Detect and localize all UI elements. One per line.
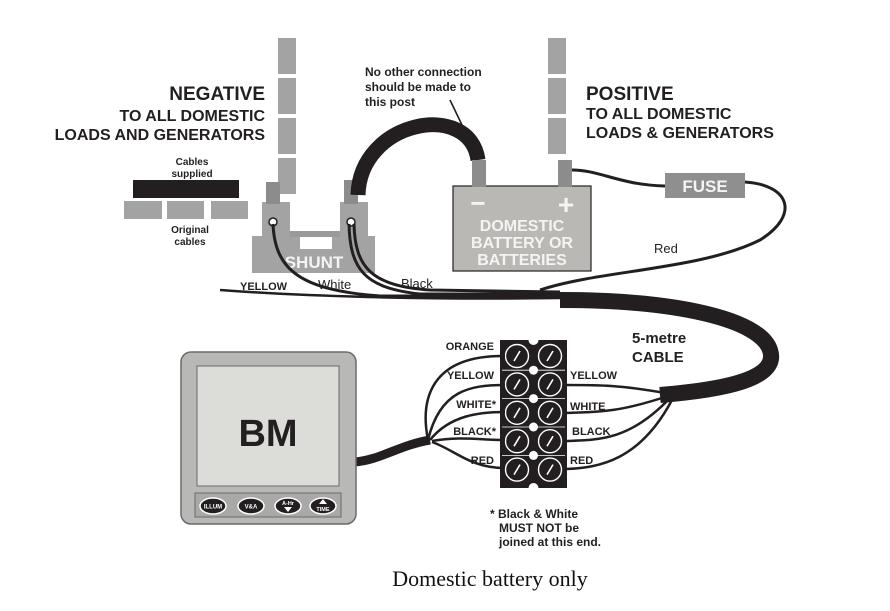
positive-wire-to-fuse — [571, 168, 666, 188]
red-wire-label: Red — [654, 241, 678, 256]
positive-line2: LOADS & GENERATORS — [586, 125, 774, 142]
post-note-line3: this post — [365, 95, 415, 109]
right-label-black: BLACK — [572, 426, 611, 438]
illum-button[interactable]: ILLUM — [199, 497, 227, 515]
original-cable-blocks — [124, 201, 248, 219]
screw-slot-icon — [546, 464, 554, 476]
battery-monitor: BM — [180, 351, 357, 525]
va-button-label: V&A — [245, 505, 258, 511]
battery-line3: BATTERIES — [477, 252, 567, 269]
positive-line1: TO ALL DOMESTIC — [586, 106, 732, 123]
time-button-label: TIME — [316, 507, 329, 513]
terminal-right-labels: YELLOW WHITE BLACK RED — [570, 370, 618, 467]
battery-minus: − — [470, 188, 485, 218]
fuse: FUSE — [665, 173, 745, 198]
screw-slot-icon — [513, 407, 521, 419]
screw-slot-icon — [513, 464, 521, 476]
fuse-label: FUSE — [682, 177, 727, 196]
time-up-button[interactable]: TIME — [309, 497, 337, 515]
cable-label-line2: CABLE — [632, 349, 684, 366]
domestic-battery: − + DOMESTIC BATTERY OR BATTERIES — [452, 160, 592, 272]
ahr-button-label: A-Hr — [282, 501, 295, 507]
shunt-return-wire — [219, 288, 561, 300]
illum-button-label: ILLUM — [204, 505, 222, 511]
screw-slot-icon — [546, 378, 554, 390]
screw-slot-icon — [513, 378, 521, 390]
diagram-caption: Domestic battery only — [392, 566, 588, 591]
five-metre-cable — [559, 292, 779, 403]
footnote-line3: joined at this end. — [498, 535, 601, 549]
left-label-black: BLACK* — [453, 426, 496, 438]
footnote-line2: MUST NOT be — [499, 521, 579, 535]
monitor-display: BM — [238, 413, 297, 455]
red-wire — [539, 180, 787, 292]
left-label-white: WHITE* — [456, 399, 496, 411]
down-arrow-icon — [284, 507, 292, 512]
yellow-wire-label: YELLOW — [240, 281, 288, 293]
white-wire-label: White — [318, 277, 351, 292]
white-wire — [347, 223, 560, 296]
monitor-buttons: ILLUM V&A A-Hr TIME — [199, 497, 337, 515]
monitor-wire-harness — [354, 354, 506, 470]
original-cables-line1: Original — [171, 225, 209, 236]
original-cables-line2: cables — [174, 237, 206, 248]
post-note-line1: No other connection — [365, 65, 482, 79]
negative-line2: LOADS AND GENERATORS — [55, 127, 266, 144]
cables-supplied-line1: Cables — [176, 157, 209, 168]
top-notch — [528, 335, 539, 345]
positive-cable-stack — [548, 38, 566, 154]
bottom-notch — [528, 483, 539, 493]
negative-title: NEGATIVE — [169, 84, 265, 105]
screw-slot-icon — [546, 407, 554, 419]
screw-slot-icon — [546, 350, 554, 362]
screw-slot-icon — [513, 435, 521, 447]
right-label-white: WHITE — [570, 401, 605, 413]
right-label-red: RED — [570, 455, 593, 467]
battery-line2: BATTERY OR — [471, 235, 573, 252]
black-wire-label: Black — [401, 276, 433, 291]
cables-supplied-line2: supplied — [171, 169, 212, 180]
negative-cable-stack — [278, 38, 296, 194]
cable-fanout-right — [564, 383, 674, 471]
supplied-cable-bar — [133, 180, 239, 198]
battery-line1: DOMESTIC — [480, 218, 565, 235]
left-label-orange: ORANGE — [446, 341, 494, 353]
post-note-line2: should be made to — [365, 80, 471, 94]
terminal-block — [500, 335, 567, 493]
screw-slot-icon — [513, 350, 521, 362]
ahr-down-button[interactable]: A-Hr — [274, 497, 302, 515]
footnote-line1: * Black & White — [490, 507, 578, 521]
left-label-yellow: YELLOW — [447, 370, 495, 382]
cable-label-line1: 5-metre — [632, 330, 686, 347]
screw-slot-icon — [546, 435, 554, 447]
negative-link-cable — [350, 117, 486, 196]
battery-plus: + — [558, 189, 574, 220]
shunt-label: SHUNT — [285, 253, 344, 272]
black-wire — [352, 223, 561, 294]
up-arrow-icon — [319, 499, 327, 504]
right-label-yellow: YELLOW — [570, 370, 618, 382]
yellow-wire — [271, 223, 560, 298]
positive-title: POSITIVE — [586, 84, 674, 105]
va-button[interactable]: V&A — [237, 497, 265, 515]
negative-line1: TO ALL DOMESTIC — [120, 108, 266, 125]
